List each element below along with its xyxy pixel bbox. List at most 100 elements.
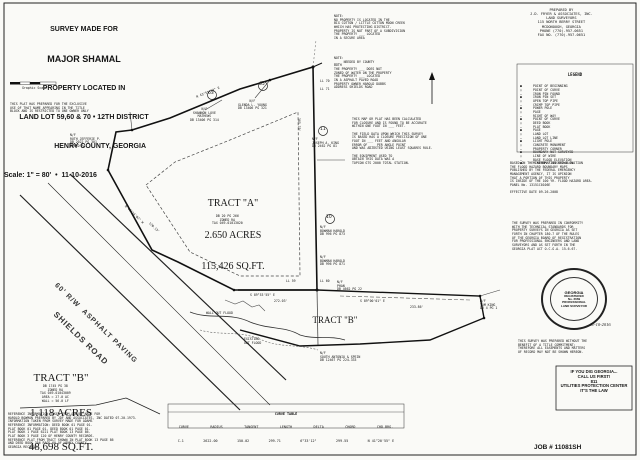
curve-table-cell: 2622.00	[203, 439, 218, 444]
legend-label: PAGE	[533, 128, 541, 133]
north-arrow	[429, 72, 435, 104]
neighbor-line-3	[129, 111, 133, 131]
adjoiner-7: N/F PHAN DB 4662 PG 22	[337, 280, 362, 292]
tract-a-sqft: 115,426 SQ.FT.	[201, 261, 265, 272]
legend-label: DEED BOOK	[533, 121, 551, 125]
legend-label: PROPERTY CORNER	[533, 146, 562, 151]
legend-item: ○CONCRETE MONUMENT	[520, 143, 630, 148]
dig-georgia-note: IF YOU DIG GEORGIA... CALL US FIRST! 811…	[560, 369, 628, 394]
north-arrow-head	[429, 72, 435, 80]
surveyor-block: PREPARED BY J.D. FRYER & ASSOCIATES, INC…	[530, 8, 593, 37]
legend-item: — IRON PIN FOUND	[520, 91, 630, 97]
land-lot-label-60: LL 60	[320, 279, 330, 283]
land-lot-label-71: LL 71	[320, 87, 330, 91]
curve-table-header-cell: LENGTH	[279, 424, 293, 429]
tract-b-east-label: TRACT "B"	[312, 315, 358, 325]
legend-item: ○ POINT OF CURVE	[520, 87, 630, 93]
reference-information: REFERENCE INFORMATION TAKEN FROM SURVEY …	[8, 412, 137, 450]
legend-item: ● PAGE	[520, 129, 630, 133]
pin-7	[478, 294, 482, 298]
pin-6	[232, 288, 236, 292]
neighbor-line-2	[204, 99, 223, 111]
distance-tract-b: 233.86'	[410, 305, 424, 309]
seal-profession: LAND SURVEYOR	[561, 304, 587, 309]
legend-label: POINT OF CURVE	[533, 87, 560, 92]
legend-label: RIGHT OF WAY	[533, 113, 557, 118]
legend-symbol: ○	[520, 98, 522, 103]
curve-table-header-cell: CHORD	[345, 424, 356, 429]
tract-a-acres: 2.650 ACRES	[204, 229, 262, 241]
title-block: SURVEY MADE FOR MAJOR SHAMAL PROPERTY LO…	[4, 5, 164, 200]
legend: LEGEND ● POINT OF BEGINNING ○ POINT OF CURV…	[520, 66, 630, 173]
tract-b-sqft: 48,698 SQ.FT.	[28, 441, 94, 454]
creek	[189, 311, 346, 341]
parcel-circle-10	[325, 214, 335, 224]
legend-symbol: —	[520, 113, 522, 118]
legend-symbol: ●	[520, 84, 522, 89]
legend-symbol: ●	[520, 161, 522, 166]
legend-label: LIGHT POLE	[533, 139, 553, 144]
legend-symbol: —	[520, 91, 522, 96]
legend-label: LAND LOT LINE	[533, 135, 558, 140]
property-note: NOTE: ___ NEEDED BY COUNTY BOTH THE PROP…	[334, 56, 392, 90]
adjoiner-1: N/F SHANNON LOVE MATHEWS DB 13406 PG 314	[190, 107, 219, 123]
legend-symbol: ●	[520, 150, 522, 155]
legend-frame	[516, 63, 634, 153]
legend-symbol: ○	[520, 154, 522, 159]
graphic-scale-label: Graphic Scale	[22, 86, 47, 90]
legend-item: — LAND LOT LINE	[520, 135, 630, 141]
job-number: JOB # 11081SH	[534, 444, 582, 451]
land-lot-label-59: LL 59	[286, 279, 296, 283]
distance-east-line: 385.70'	[297, 118, 301, 132]
pin-1	[311, 65, 315, 69]
curve-table-title: CURVE TABLE	[274, 411, 298, 416]
neighbor-line-1	[254, 79, 271, 99]
legend-item: ○ LINE OF WIRE	[520, 154, 630, 159]
tract-b-label: TRACT "B" 1.118 ACRES 48,698 SQ.FT.	[18, 350, 104, 460]
legend-item: ●IRON PIN SET	[520, 96, 630, 100]
flood-wall-label: WALL OUT FLOOD	[206, 311, 233, 315]
legend-label: MINIMUM FINISHED ELEVATION	[533, 161, 583, 166]
legend-label: IRON PIN FOUND	[533, 91, 560, 96]
seal-inner: GEORGIA REGISTERED No. 2669 PROFESSIONAL…	[550, 277, 598, 321]
title-client: MAJOR SHAMAL	[47, 54, 121, 65]
legend-symbol: —	[520, 157, 522, 162]
legend-item: —BASE FLOOD ELEVATION	[520, 157, 630, 163]
legend-label: POINT OF BEGINNING	[533, 84, 568, 89]
legend-symbol: —	[520, 135, 522, 140]
dig-note-frame	[555, 365, 633, 411]
adjoiner-9: N/F TOM KING DB 4 PG 1	[480, 299, 498, 311]
parcel-number-63: 63	[208, 91, 214, 96]
legend-symbol: ○	[520, 143, 522, 148]
pin-8	[482, 316, 486, 320]
legend-symbol: —	[520, 102, 522, 107]
curve-table-cell: C-1	[177, 439, 184, 444]
land-lot-divider	[316, 289, 319, 346]
legend-label: LINE OF WIRE	[533, 154, 557, 159]
neighbor-line-5	[479, 289, 501, 297]
bearing-south-line: S 89°53'55" E	[250, 293, 275, 297]
legend-symbol: ●	[520, 128, 522, 133]
legend-title: LEGEND	[567, 72, 583, 78]
adjoiner-6: N/F BOWMAN HAROLD DB 996 PG 871	[320, 255, 345, 267]
legend-symbol: ●	[520, 117, 522, 122]
existing-flood-label: EXISTING OUT FLOOD	[244, 337, 262, 345]
legend-symbol: ○	[520, 109, 522, 114]
adjoiner-8: N/F SOUTH ANTONIO & SPEIN DB 12467 PG 22…	[320, 351, 361, 363]
legend-label: BOUNDARY NOT SURVEYED	[533, 150, 574, 155]
pin-4	[106, 168, 110, 172]
curve-table-header-cell: CHD.BRG.	[376, 424, 394, 429]
curve-table-header-cell: DELTA	[313, 424, 324, 429]
legend-item: ● BOUNDARY NOT SURVEYED	[520, 151, 630, 155]
bearing-tract-b: S 89°00'01" E	[360, 299, 385, 303]
legend-symbol: ○	[520, 87, 522, 92]
title-line3: PROPERTY LOCATED IN	[42, 85, 126, 93]
legend-label: POINT OF CURVE	[533, 117, 560, 122]
legend-item: —CRIMP TOP PIPE	[520, 102, 630, 108]
flood-line	[199, 329, 319, 351]
